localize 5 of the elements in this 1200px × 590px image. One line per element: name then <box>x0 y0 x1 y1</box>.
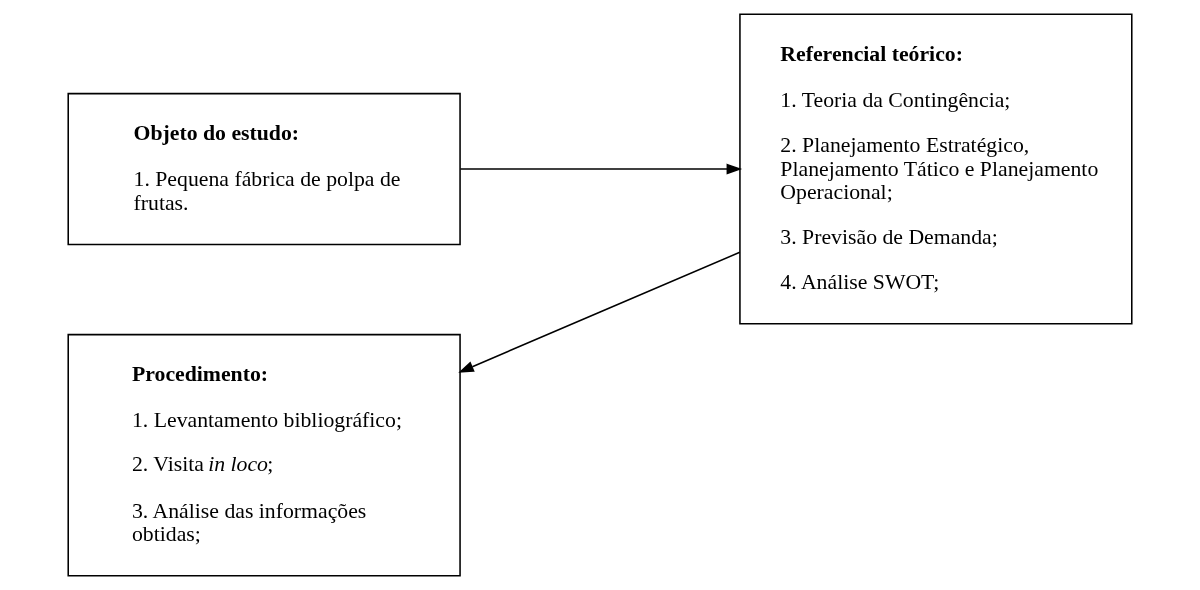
arrow <box>458 251 741 373</box>
node-box: Objeto do estudo: 1. Pequena fábrica de polpa de frutas. <box>67 92 461 246</box>
arrow <box>459 163 743 175</box>
node-box: Procedimento: 1. Levantamento bibliográfico; 2. Visita in loco; 3. Análise das informações obtidas; <box>67 333 461 577</box>
node-box: Referencial teórico: 1. Teoria da Contingência; 2. Planejamento Estratégico, Planejamento Tático e Planejamento Operacional; 3. Previsão de Demanda; 4. Análise SWOT; <box>739 13 1133 325</box>
